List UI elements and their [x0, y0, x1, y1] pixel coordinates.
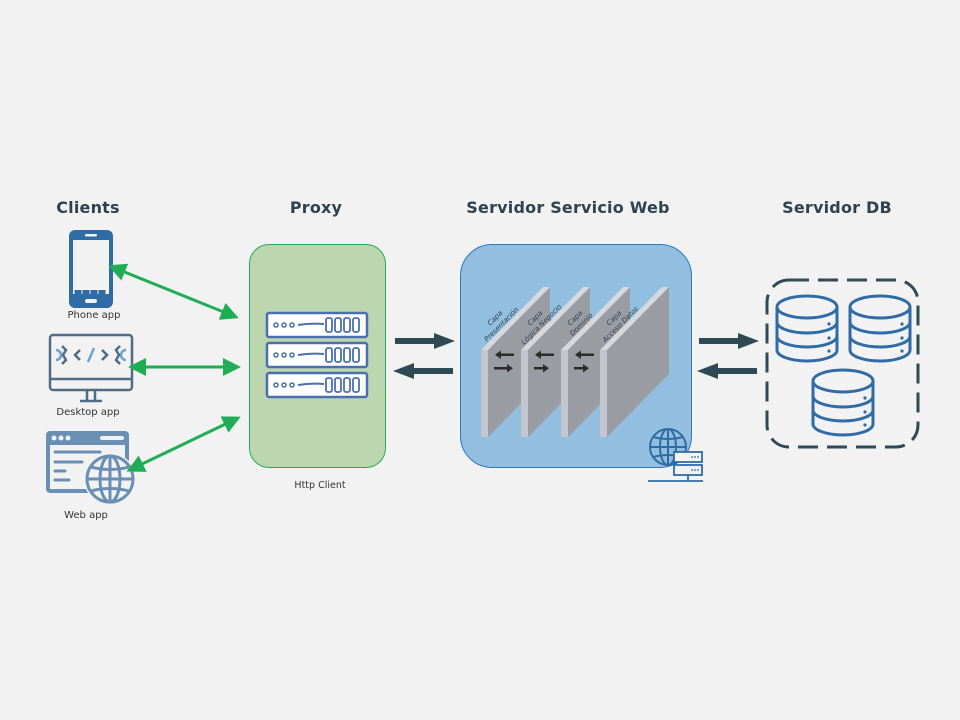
db-server-heading: Servidor DB — [782, 198, 892, 217]
layer-arrow-right-icon — [574, 364, 589, 373]
layer-arrow-left-icon — [535, 350, 554, 359]
layer-arrow-left-icon — [495, 350, 514, 359]
layer-arrow-left-icon — [575, 350, 594, 359]
phone-app-label: Phone app — [67, 310, 121, 321]
web-server-heading: Servidor Servicio Web — [466, 198, 670, 217]
proxy-web-arrows — [393, 333, 455, 379]
server-rack-icon — [265, 311, 369, 399]
web-app-label: Web app — [64, 510, 108, 521]
web-browser-icon — [46, 431, 136, 505]
db-cluster-container — [765, 278, 920, 449]
webapp-proxy-arrow — [126, 416, 241, 472]
web-db-arrows — [697, 333, 759, 379]
proxy-heading: Proxy — [289, 198, 343, 217]
phone-proxy-arrow — [108, 263, 239, 320]
layer-panel: CapaDominio — [561, 287, 630, 437]
database-icon — [848, 294, 912, 363]
database-icon — [775, 294, 839, 363]
layer-arrow-right-icon — [534, 364, 549, 373]
web-server-globe-icon — [648, 428, 703, 482]
layer-panel: CapaAcceso Datos — [600, 287, 669, 437]
desktop-code-icon — [48, 333, 134, 403]
http-client-label: Http Client — [294, 480, 346, 491]
layer-arrow-right-icon — [494, 364, 513, 373]
desktop-app-label: Desktop app — [56, 407, 120, 418]
database-icon — [811, 368, 875, 437]
clients-heading: Clients — [56, 198, 120, 217]
smartphone-icon — [69, 230, 113, 308]
layer-panel: CapaPresentación — [481, 287, 550, 437]
